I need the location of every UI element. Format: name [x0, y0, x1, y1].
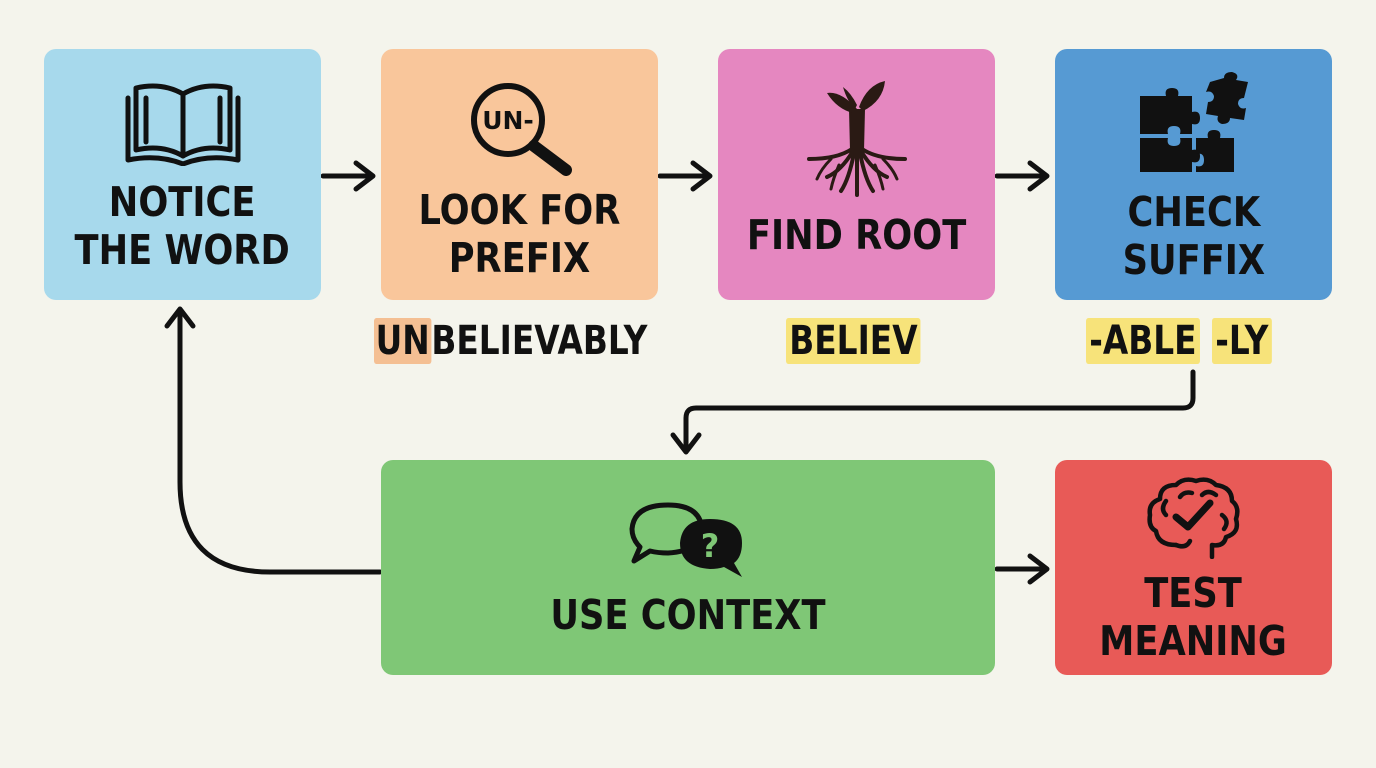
arrow-suffix-to-context: [670, 369, 1196, 455]
step-label-context: USE CONTEXT: [550, 590, 826, 639]
question-mark-glyph: ?: [701, 527, 720, 565]
example-suffix-able: -ABLE: [1086, 318, 1200, 364]
magnifier-prefix-text: UN-: [482, 106, 534, 135]
step-use-context: ? USE CONTEXT: [381, 460, 995, 675]
example-suffix-ly: -LY: [1212, 318, 1272, 364]
suffix-able-highlight: -ABLE: [1086, 318, 1200, 364]
root-highlight: BELIEV: [786, 318, 921, 364]
arrow-prefix-to-root: [657, 160, 713, 192]
step-label-notice: NOTICE THE WORD: [74, 177, 291, 274]
step-test-meaning: TEST MEANING: [1055, 460, 1332, 675]
speech-bubbles-question-icon: ?: [629, 502, 742, 577]
prefix-highlight: UN: [374, 318, 432, 364]
step-label-root: FIND ROOT: [746, 210, 967, 259]
brain-check-icon: [1146, 476, 1240, 559]
suffix-ly-highlight: -LY: [1212, 318, 1272, 364]
step-check-suffix: CHECK SUFFIX: [1055, 49, 1332, 300]
arrow-root-to-suffix: [994, 160, 1050, 192]
arrow-context-to-test: [994, 553, 1050, 585]
step-label-test: TEST MEANING: [1099, 568, 1288, 665]
prefix-word-rest: BELIEVABLY: [431, 318, 648, 364]
tree-roots-icon: [806, 80, 907, 197]
step-look-for-prefix: UN- LOOK FOR PREFIX: [381, 49, 658, 300]
step-label-prefix: LOOK FOR PREFIX: [418, 185, 621, 282]
open-book-icon: [125, 83, 240, 166]
puzzle-icon: [1139, 71, 1248, 172]
arrow-notice-to-prefix: [320, 160, 376, 192]
magnifier-icon: UN-: [470, 82, 572, 176]
example-prefix-word: UNBELIEVABLY: [374, 318, 647, 364]
step-find-root: FIND ROOT: [718, 49, 995, 300]
arrow-context-loop-to-notice: [164, 306, 383, 575]
example-root-word: BELIEV: [786, 318, 921, 364]
step-notice-the-word: NOTICE THE WORD: [44, 49, 321, 300]
step-label-suffix: CHECK SUFFIX: [1122, 187, 1265, 284]
